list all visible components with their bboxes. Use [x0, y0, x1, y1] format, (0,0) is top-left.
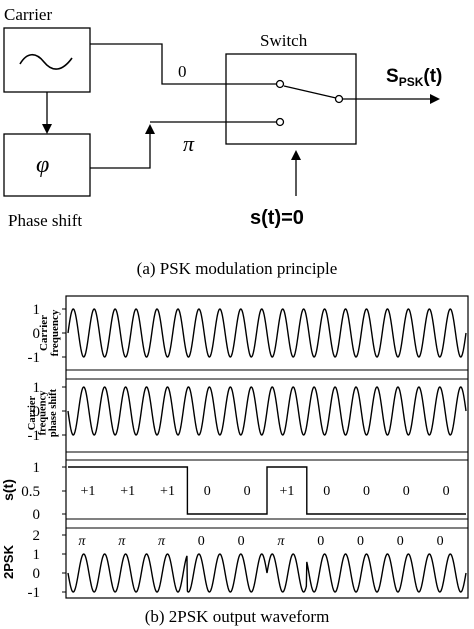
phase-shift-block — [3, 133, 91, 197]
bit-labels: +1 +1 +1 0 0 +1 0 0 0 0 — [80, 484, 449, 499]
bit-label: +1 — [279, 484, 294, 499]
bit-label: 0 — [403, 484, 410, 499]
sine-wave-icon — [19, 53, 73, 70]
phase-label: 0 — [198, 534, 205, 549]
carrier-waveform — [67, 308, 467, 358]
signal-axis-label: s(t) — [0, 479, 16, 501]
phase-label: 0 — [437, 534, 444, 549]
bit-label: 0 — [323, 484, 330, 499]
switch-contact-pi — [275, 117, 285, 127]
pi-input-label: π — [183, 131, 195, 156]
signal-tick-top: 1 — [33, 460, 41, 476]
carrier-tick-mid: 0 — [33, 326, 41, 342]
phase-label: π — [277, 534, 285, 549]
bit-label: 0 — [443, 484, 450, 499]
bit-sequence-waveform — [68, 466, 466, 515]
psk-tick-1: 1 — [33, 547, 41, 563]
carrier-tick-bottom: -1 — [28, 350, 41, 366]
bit-label: 0 — [363, 484, 370, 499]
phase-label: 0 — [397, 534, 404, 549]
switch-pivot — [334, 94, 344, 104]
bit-label: +1 — [120, 484, 135, 499]
bit-label: 0 — [244, 484, 251, 499]
psk-tick-neg1: -1 — [28, 585, 41, 601]
shifted-tick-mid: 0 — [33, 404, 41, 420]
signal-tick-mid: 0.5 — [21, 484, 40, 500]
bit-label: +1 — [80, 484, 95, 499]
caption-b: (b) 2PSK output waveform — [145, 607, 330, 626]
control-label: s(t)=0 — [250, 207, 304, 229]
bit-label: +1 — [160, 484, 175, 499]
carrier-oscillator-block — [3, 27, 91, 93]
modulation-diagram: Carrier φ Phase shift 0 π Switch SPSK(t)… — [3, 5, 442, 278]
shifted-tick-top: 1 — [33, 380, 41, 396]
carrier-axis-label: Carrierfrequency — [38, 309, 61, 356]
shifted-waveform — [67, 386, 467, 436]
switch-label: Switch — [260, 31, 308, 50]
switch-arm — [283, 85, 337, 99]
switch-contact-zero — [275, 79, 285, 89]
shifted-tick-bottom: -1 — [28, 428, 41, 444]
phase-shift-label: Phase shift — [8, 211, 82, 230]
phase-label: π — [78, 534, 86, 549]
output-label: SPSK(t) — [386, 66, 442, 89]
phi-symbol: φ — [36, 152, 49, 178]
carrier-tick-top: 1 — [33, 302, 41, 318]
phase-labels: π π π 0 0 π 0 0 0 0 — [78, 534, 443, 549]
zero-input-label: 0 — [178, 62, 187, 81]
phase-label: 0 — [357, 534, 364, 549]
pi-phase-riser — [90, 124, 155, 169]
carrier-label: Carrier — [4, 5, 52, 24]
zero-phase-line — [90, 43, 283, 85]
psk-tick-2: 2 — [33, 528, 41, 544]
phase-label: 0 — [238, 534, 245, 549]
phase-label: π — [158, 534, 166, 549]
signal-tick-bottom: 0 — [33, 507, 41, 523]
psk-waveform — [67, 553, 467, 593]
bit-label: 0 — [204, 484, 211, 499]
waveform-figure: 1 0 -1 Carrierfrequency 1 0 -1 Carrierfr… — [0, 295, 469, 626]
shifted-axis-label: Carrierfrequencyphase shift — [27, 388, 59, 437]
psk-axis-label: 2PSK — [1, 544, 16, 579]
phase-label: 0 — [317, 534, 324, 549]
psk-tick-0: 0 — [33, 566, 41, 582]
phase-label: π — [118, 534, 126, 549]
caption-a: (a) PSK modulation principle — [137, 259, 338, 278]
waveform-frame — [65, 295, 469, 599]
